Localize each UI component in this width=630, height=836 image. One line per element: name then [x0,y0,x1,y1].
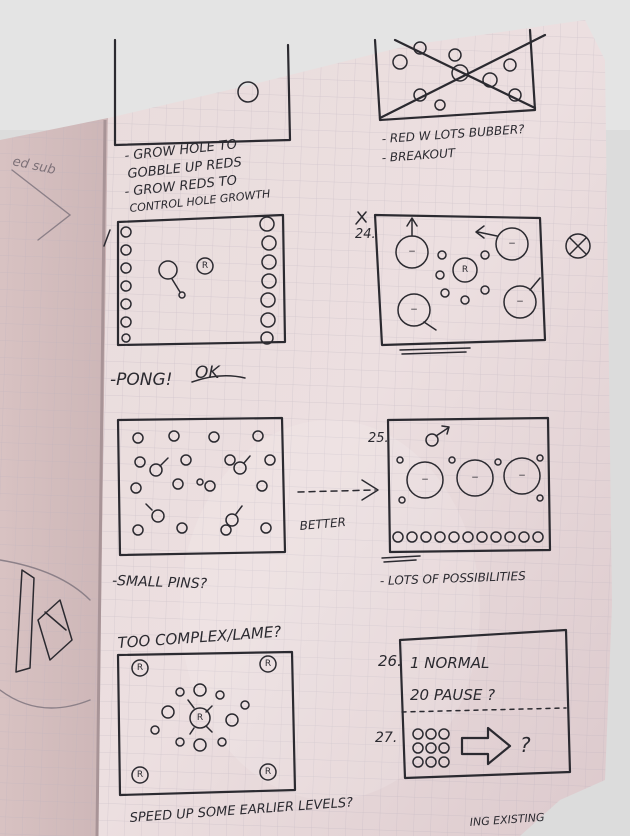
svg-text:−: − [410,305,418,315]
svg-text:R: R [265,767,271,777]
svg-text:−: − [471,473,479,483]
svg-text:R: R [265,659,271,669]
panel-26-line-2: 20 PAUSE ? [410,686,495,704]
svg-text:−: − [518,471,526,481]
note-pong: -PONG! [110,370,172,390]
left-page-grid [0,118,108,836]
level-26-number: 26. [378,652,402,670]
svg-text:−: − [508,239,516,249]
svg-text:−: − [516,297,524,307]
svg-text:R: R [137,663,143,673]
svg-text:R: R [197,713,203,723]
svg-text:−: − [421,475,429,485]
svg-text:R: R [462,265,468,275]
svg-text:−: − [408,247,416,257]
light-glare [180,420,480,800]
level-27-number: 27. [375,730,397,746]
level-25-number: 25. [368,431,389,446]
panel-26-line-1: 1 NORMAL [410,654,489,672]
svg-text:R: R [137,770,143,780]
pong-red-ball: R [202,261,208,271]
level-24-number: 24. [355,227,376,242]
note-small-pins: -SMALL PINS? [112,573,208,592]
panel-27-question: ? [520,733,531,757]
